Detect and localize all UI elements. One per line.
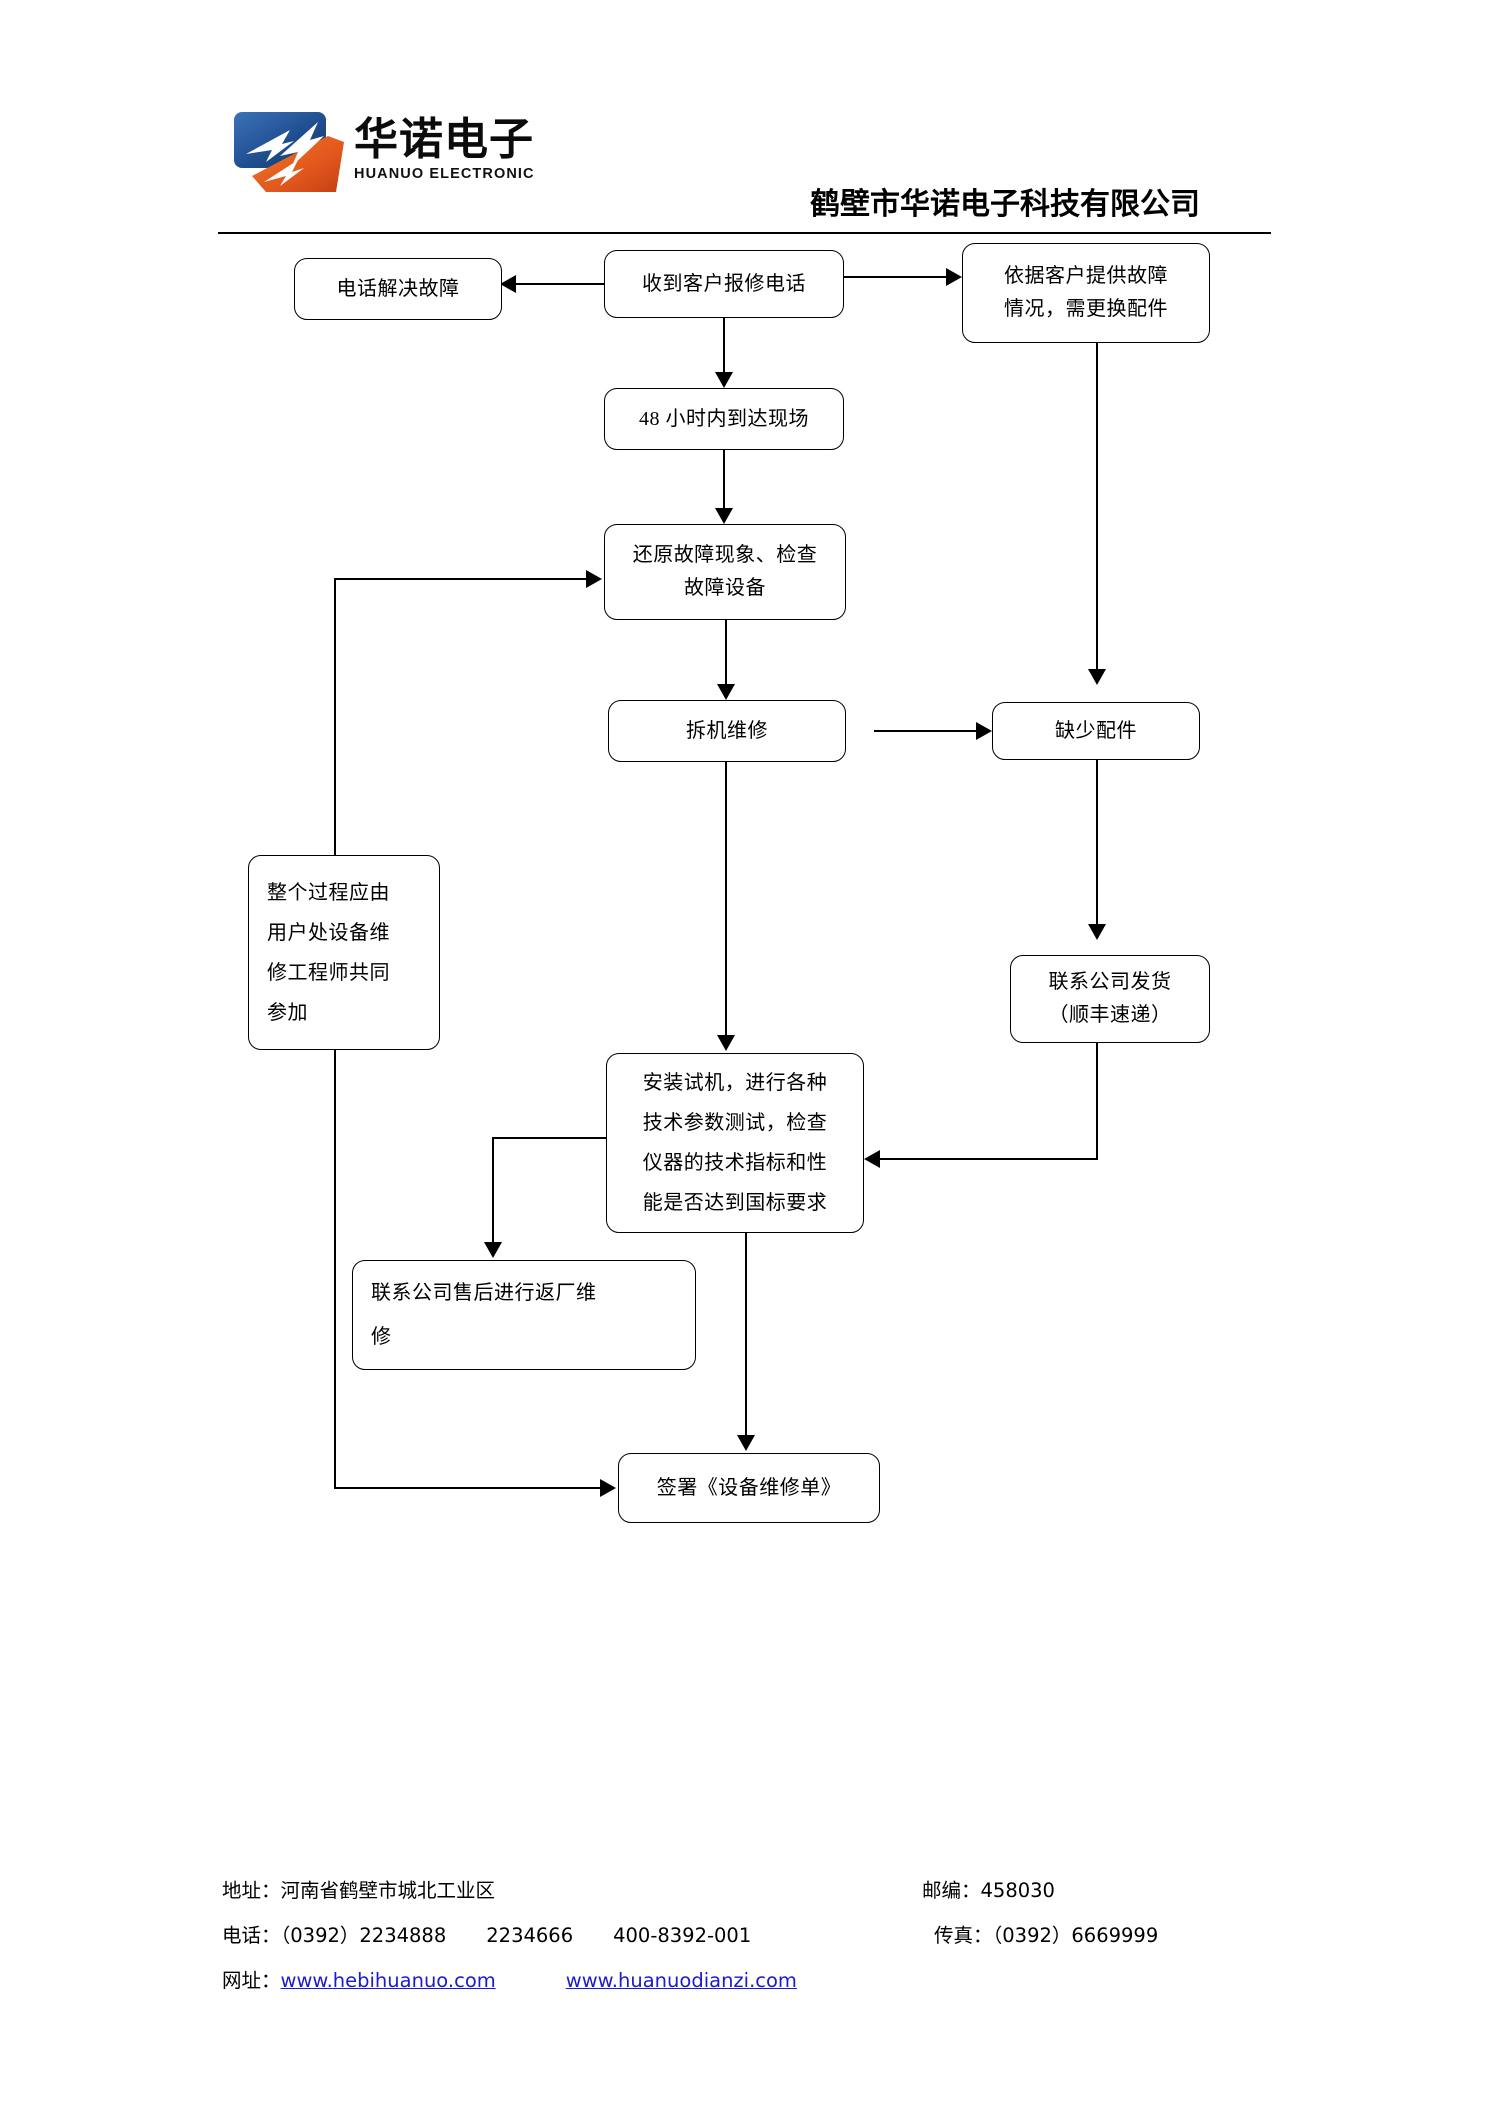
footer-row-website: 网址：www.hebihuanuo.com www.huanuodianzi.co… <box>222 1958 1272 2003</box>
node-phone-fix: 电话解决故障 <box>294 258 502 320</box>
edge-ship-to-install-arrow <box>864 1150 880 1168</box>
edge-48h-to-restore-arrow <box>715 508 733 524</box>
node-arrive-48h: 48 小时内到达现场 <box>604 388 844 450</box>
node-restore-check: 还原故障现象、检查 故障设备 <box>604 524 846 620</box>
postcode-line: 邮编：458030 <box>922 1868 1055 1913</box>
fax-value: （0392）6669999 <box>992 1924 1159 1947</box>
node-disassemble: 拆机维修 <box>608 700 846 762</box>
node-missing-parts: 缺少配件 <box>992 702 1200 760</box>
edge-loop-bottom-arrow <box>600 1479 616 1497</box>
postcode-label: 邮编： <box>922 1879 981 1902</box>
address-value: 河南省鹤壁市城北工业区 <box>280 1879 496 1902</box>
node-label: 联系公司售后进行返厂维 修 <box>371 1282 597 1348</box>
logo-wordmark: 华诺电子 HUANUO ELECTRONIC <box>354 114 564 183</box>
node-label: 整个过程应由 用户处设备维 修工程师共同 参加 <box>267 881 390 1024</box>
node-label: 还原故障现象、检查 故障设备 <box>632 544 818 599</box>
edge-parts-to-missing-arrow <box>1088 669 1106 685</box>
edge-loop-top-arrow <box>586 570 602 588</box>
edge-receive-to-parts-arrow <box>946 268 962 286</box>
phone-line: 电话：（0392）2234888 2234666 400-8392-001 <box>222 1913 751 1958</box>
edge-ship-to-install-hline <box>880 1158 1098 1161</box>
fax-line: 传真：（0392）6669999 <box>934 1913 1158 1958</box>
edge-restore-to-disassemble-line <box>725 620 728 684</box>
node-label: 依据客户提供故障 情况，需更换配件 <box>1004 265 1168 320</box>
edge-install-to-sign-line <box>745 1233 748 1435</box>
postcode-value: 458030 <box>980 1879 1055 1902</box>
website-link-2[interactable]: www.huanuodianzi.com <box>565 1969 797 1992</box>
fax-label: 传真： <box>934 1924 993 1947</box>
node-whole-process: 整个过程应由 用户处设备维 修工程师共同 参加 <box>248 855 440 1050</box>
address-label: 地址： <box>222 1879 281 1902</box>
node-company-ship: 联系公司发货 （顺丰速递） <box>1010 955 1210 1043</box>
edge-loop-top-hline <box>334 578 586 581</box>
node-install-test: 安装试机，进行各种 技术参数测试，检查 仪器的技术指标和性 能是否达到国标要求 <box>606 1053 864 1233</box>
edge-48h-to-restore-line <box>723 450 726 508</box>
node-label: 联系公司发货 （顺丰速递） <box>1048 971 1172 1026</box>
edge-install-to-return-hline <box>492 1137 610 1140</box>
node-return-factory: 联系公司售后进行返厂维 修 <box>352 1260 696 1370</box>
phone-label: 电话： <box>222 1924 281 1947</box>
edge-receive-to-phone-line <box>516 283 606 286</box>
footer-contact-block: 地址：河南省鹤壁市城北工业区 邮编：458030 电话：（0392）223488… <box>222 1868 1272 2003</box>
phone-number-3: 400-8392-001 <box>613 1924 752 1947</box>
edge-disassemble-to-missing-arrow <box>976 722 992 740</box>
node-label: 48 小时内到达现场 <box>639 407 809 430</box>
edge-disassemble-to-missing-line <box>874 730 976 733</box>
node-label: 安装试机，进行各种 技术参数测试，检查 仪器的技术指标和性 能是否达到国标要求 <box>642 1072 828 1214</box>
node-receive-call: 收到客户报修电话 <box>604 250 844 318</box>
phone-number-1: （0392）2234888 <box>280 1924 447 1947</box>
node-label: 缺少配件 <box>1055 719 1137 742</box>
website-label: 网址： <box>222 1969 281 1992</box>
edge-restore-to-disassemble-arrow <box>717 684 735 700</box>
edge-install-to-sign-arrow <box>737 1435 755 1451</box>
website-link-1[interactable]: www.hebihuanuo.com <box>280 1969 496 1992</box>
address-line: 地址：河南省鹤壁市城北工业区 <box>222 1868 495 1913</box>
edge-receive-to-48h-arrow <box>715 372 733 388</box>
edge-ship-to-install-vline <box>1096 1043 1099 1160</box>
website-line: 网址：www.hebihuanuo.com www.huanuodianzi.co… <box>222 1958 797 2003</box>
edge-install-to-return-vline <box>492 1137 495 1242</box>
edge-install-to-return-arrow <box>484 1242 502 1258</box>
footer-row-phone: 电话：（0392）2234888 2234666 400-8392-001 传真：（… <box>222 1913 1272 1958</box>
phone-number-2: 2234666 <box>486 1924 574 1947</box>
edge-loop-bottom-hline <box>334 1487 600 1490</box>
logo-mark-icon <box>234 112 344 192</box>
node-label: 收到客户报修电话 <box>642 272 806 295</box>
logo-english-name: HUANUO ELECTRONIC <box>354 166 535 182</box>
edge-disassemble-to-install-arrow <box>717 1035 735 1051</box>
company-logo: 华诺电子 HUANUO ELECTRONIC <box>232 108 562 196</box>
edge-receive-to-phone-arrow <box>500 275 516 293</box>
node-need-parts: 依据客户提供故障 情况，需更换配件 <box>962 243 1210 343</box>
logo-chinese-name: 华诺电子 <box>354 114 534 165</box>
node-label: 拆机维修 <box>686 719 768 742</box>
company-title: 鹤壁市华诺电子科技有限公司 <box>810 187 1200 222</box>
edge-missing-to-ship-line <box>1096 760 1099 924</box>
edge-disassemble-to-install-line <box>725 762 728 1035</box>
node-label: 签署《设备维修单》 <box>656 1476 842 1499</box>
edge-parts-to-missing-line <box>1096 343 1099 669</box>
edge-missing-to-ship-arrow <box>1088 924 1106 940</box>
edge-receive-to-parts-line <box>844 276 946 279</box>
footer-row-address: 地址：河南省鹤壁市城北工业区 邮编：458030 <box>222 1868 1272 1913</box>
edge-receive-to-48h-line <box>723 318 726 372</box>
node-sign-order: 签署《设备维修单》 <box>618 1453 880 1523</box>
node-label: 电话解决故障 <box>336 277 460 300</box>
header-divider <box>218 232 1271 234</box>
